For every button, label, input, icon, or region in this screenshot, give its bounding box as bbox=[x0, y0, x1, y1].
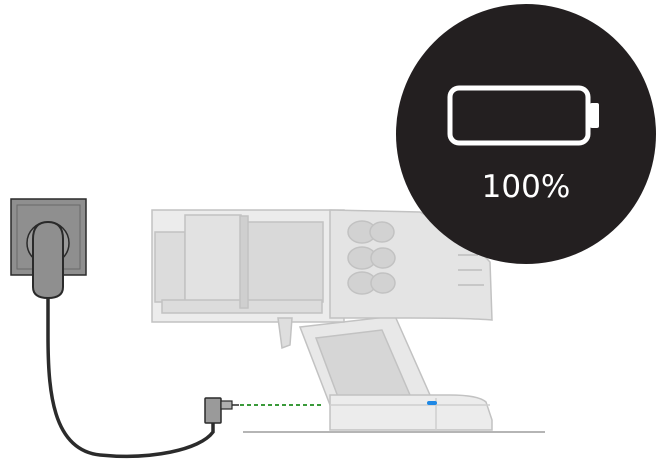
charger-cable bbox=[46, 298, 215, 459]
charger-plug-icon bbox=[32, 220, 64, 300]
barrel-connector-icon bbox=[204, 397, 239, 424]
battery-full-icon bbox=[447, 85, 599, 146]
handheld-vacuum-icon bbox=[151, 209, 493, 431]
battery-level-text: 100% bbox=[482, 169, 571, 205]
battery-level-badge bbox=[396, 4, 656, 264]
charging-status-light bbox=[427, 401, 437, 405]
